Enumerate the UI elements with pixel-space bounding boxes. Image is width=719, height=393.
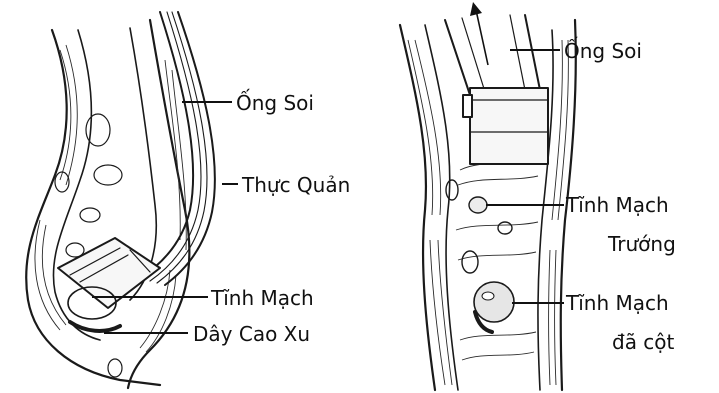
left-endoscope-tube [140,12,215,285]
right-esophagus-outer-wall-left [400,25,435,390]
right-mucosa-texture [456,160,538,360]
left-label-esophagus: Thực Quản [241,173,350,197]
right-label-ligated-vein-line1: Tĩnh Mạch [565,291,669,315]
left-label-vein: Tĩnh Mạch [210,286,314,310]
right-label-swollen-vein-line1: Tĩnh Mạch [565,193,669,217]
right-label-tube: Ống Soi [564,37,642,63]
right-panel [400,2,576,390]
right-withdraw-arrow [470,2,488,65]
left-label-tube: Ống Soi [236,89,314,115]
left-panel [26,12,215,388]
left-label-band: Dây Cao Xu [193,322,310,346]
right-label-swollen-vein-line2: Trướng [607,232,676,256]
right-swollen-veins [446,180,512,273]
right-label-ligated-vein-line2: đã cột [612,330,675,354]
right-esophagus-inner-wall-left [425,25,458,390]
right-esophagus-inner-wall-right [538,30,553,390]
right-ligated-vein [474,282,514,332]
right-endoscope-tube [445,15,540,95]
right-ligator-cap [463,88,548,164]
